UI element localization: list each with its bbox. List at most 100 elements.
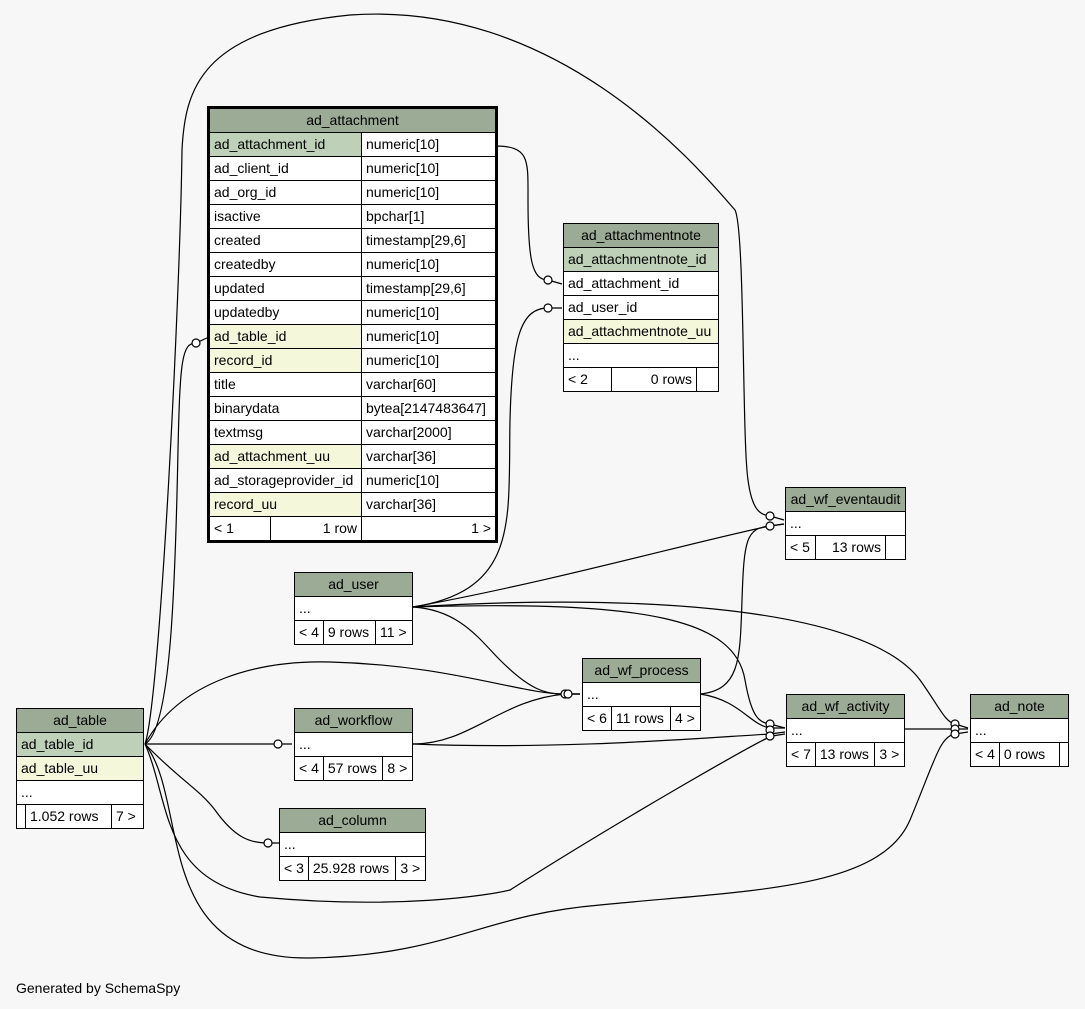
children-link[interactable]: 8 > <box>382 756 413 781</box>
table-ad-workflow[interactable]: ad_workflow ... < 4 57 rows 8 > <box>294 708 413 781</box>
column-name: updated <box>209 276 362 301</box>
table-title[interactable]: ad_user <box>294 572 413 597</box>
parents-link[interactable] <box>16 804 26 829</box>
children-link[interactable] <box>1059 742 1069 767</box>
edge-user-to-activity <box>412 605 786 729</box>
edge-table-to-attachment <box>144 336 210 745</box>
table-title[interactable]: ad_attachmentnote <box>563 223 719 248</box>
column-name: binarydata <box>209 396 362 421</box>
column-type: numeric[10] <box>361 300 496 325</box>
more-columns: ... <box>16 780 144 805</box>
row-count: 25.928 rows <box>307 856 397 881</box>
children-link[interactable] <box>885 535 906 560</box>
table-title[interactable]: ad_attachment <box>209 108 496 133</box>
parents-link[interactable]: < 6 <box>582 706 612 731</box>
row-count: 0 rows <box>998 742 1061 767</box>
children-link[interactable]: 4 > <box>670 706 701 731</box>
column-name: ad_attachment_uu <box>209 444 362 469</box>
column-name: updatedby <box>209 300 362 325</box>
edge-table-to-column <box>144 743 279 844</box>
column-name: ad_table_id <box>209 324 362 349</box>
edge-workflow-to-process <box>412 693 580 745</box>
children-link[interactable]: 1 > <box>361 516 496 541</box>
table-ad-wf-activity[interactable]: ad_wf_activity ... < 7 13 rows 3 > <box>786 694 905 767</box>
row-count: 13 rows <box>814 742 876 767</box>
edge-workflow-to-activity <box>412 731 786 747</box>
column-name: ad_table_uu <box>16 756 144 781</box>
column-name: record_uu <box>209 492 362 517</box>
parents-link[interactable]: < 4 <box>970 742 1000 767</box>
more-columns: ... <box>294 596 413 621</box>
parents-link[interactable]: < 3 <box>279 856 309 881</box>
parents-link[interactable]: < 4 <box>294 620 324 645</box>
parents-link[interactable]: < 7 <box>786 742 816 767</box>
more-columns: ... <box>294 732 413 757</box>
edge-user-to-note <box>412 601 969 729</box>
column-type: numeric[10] <box>361 348 496 373</box>
table-title[interactable]: ad_column <box>279 808 426 833</box>
column-type: numeric[10] <box>361 180 496 205</box>
edge-process-to-eventaudit <box>699 523 785 695</box>
more-columns: ... <box>786 718 905 743</box>
column-name: ad_user_id <box>563 295 719 320</box>
table-title[interactable]: ad_table <box>16 708 144 733</box>
column-type: timestamp[29,6] <box>361 276 496 301</box>
column-name: isactive <box>209 204 362 229</box>
children-link[interactable]: 3 > <box>874 742 905 767</box>
table-title[interactable]: ad_wf_activity <box>786 694 905 719</box>
parents-link[interactable]: < 4 <box>294 756 324 781</box>
edge-table-to-activity <box>144 733 786 903</box>
table-ad-column[interactable]: ad_column ... < 3 25.928 rows 3 > <box>279 808 426 881</box>
column-name: created <box>209 228 362 253</box>
row-count: 11 rows <box>610 706 672 731</box>
row-count: 57 rows <box>322 756 384 781</box>
parents-link[interactable]: < 1 <box>210 517 271 540</box>
column-name: ad_org_id <box>209 180 362 205</box>
more-columns: ... <box>279 832 426 857</box>
table-ad-table[interactable]: ad_table ad_table_id ad_table_uu ... 1.0… <box>16 708 145 829</box>
column-type: numeric[10] <box>361 132 496 157</box>
edge-user-to-eventaudit <box>412 523 785 608</box>
column-name: createdby <box>209 252 362 277</box>
row-count: 1 row <box>322 520 357 536</box>
row-count: 1.052 rows <box>25 804 112 829</box>
column-name: ad_attachmentnote_uu <box>563 319 719 344</box>
edge-user-to-process <box>412 606 580 695</box>
edge-table-to-note <box>144 731 969 959</box>
column-type: numeric[10] <box>361 252 496 277</box>
table-title[interactable]: ad_workflow <box>294 708 413 733</box>
column-name: ad_attachment_id <box>563 271 719 296</box>
table-ad-attachmentnote[interactable]: ad_attachmentnote ad_attachmentnote_id a… <box>563 223 719 392</box>
column-name: ad_table_id <box>16 732 144 757</box>
column-name: textmsg <box>209 420 362 445</box>
row-count: 9 rows <box>322 620 377 645</box>
column-type: timestamp[29,6] <box>361 228 496 253</box>
table-ad-wf-process[interactable]: ad_wf_process ... < 6 11 rows 4 > <box>582 658 701 731</box>
column-name: ad_storageprovider_id <box>209 468 362 493</box>
children-link[interactable]: 3 > <box>395 856 426 881</box>
table-ad-user[interactable]: ad_user ... < 4 9 rows 11 > <box>294 572 413 645</box>
children-link[interactable]: 7 > <box>110 804 145 829</box>
column-type: bytea[2147483647] <box>361 396 496 421</box>
generated-by-footer: Generated by SchemaSpy <box>16 980 181 996</box>
column-name: record_id <box>209 348 362 373</box>
children-link[interactable]: 11 > <box>375 620 413 645</box>
children-link[interactable] <box>696 367 719 392</box>
column-type: varchar[36] <box>361 492 496 517</box>
table-title[interactable]: ad_wf_process <box>582 658 701 683</box>
column-name: ad_attachmentnote_id <box>563 247 719 272</box>
column-name: ad_client_id <box>209 156 362 181</box>
table-ad-wf-eventaudit[interactable]: ad_wf_eventaudit ... < 5 13 rows <box>785 487 906 560</box>
column-name: ad_attachment_id <box>209 132 362 157</box>
column-type: numeric[10] <box>361 468 496 493</box>
table-ad-note[interactable]: ad_note ... < 4 0 rows <box>970 694 1069 767</box>
more-columns: ... <box>582 682 701 707</box>
table-title[interactable]: ad_note <box>970 694 1069 719</box>
table-title[interactable]: ad_wf_eventaudit <box>785 487 906 512</box>
edge-table-to-eventaudit <box>144 13 785 745</box>
more-columns: ... <box>785 511 906 536</box>
more-columns: ... <box>563 343 719 368</box>
parents-link[interactable]: < 2 <box>563 367 612 392</box>
parents-link[interactable]: < 5 <box>785 535 816 560</box>
